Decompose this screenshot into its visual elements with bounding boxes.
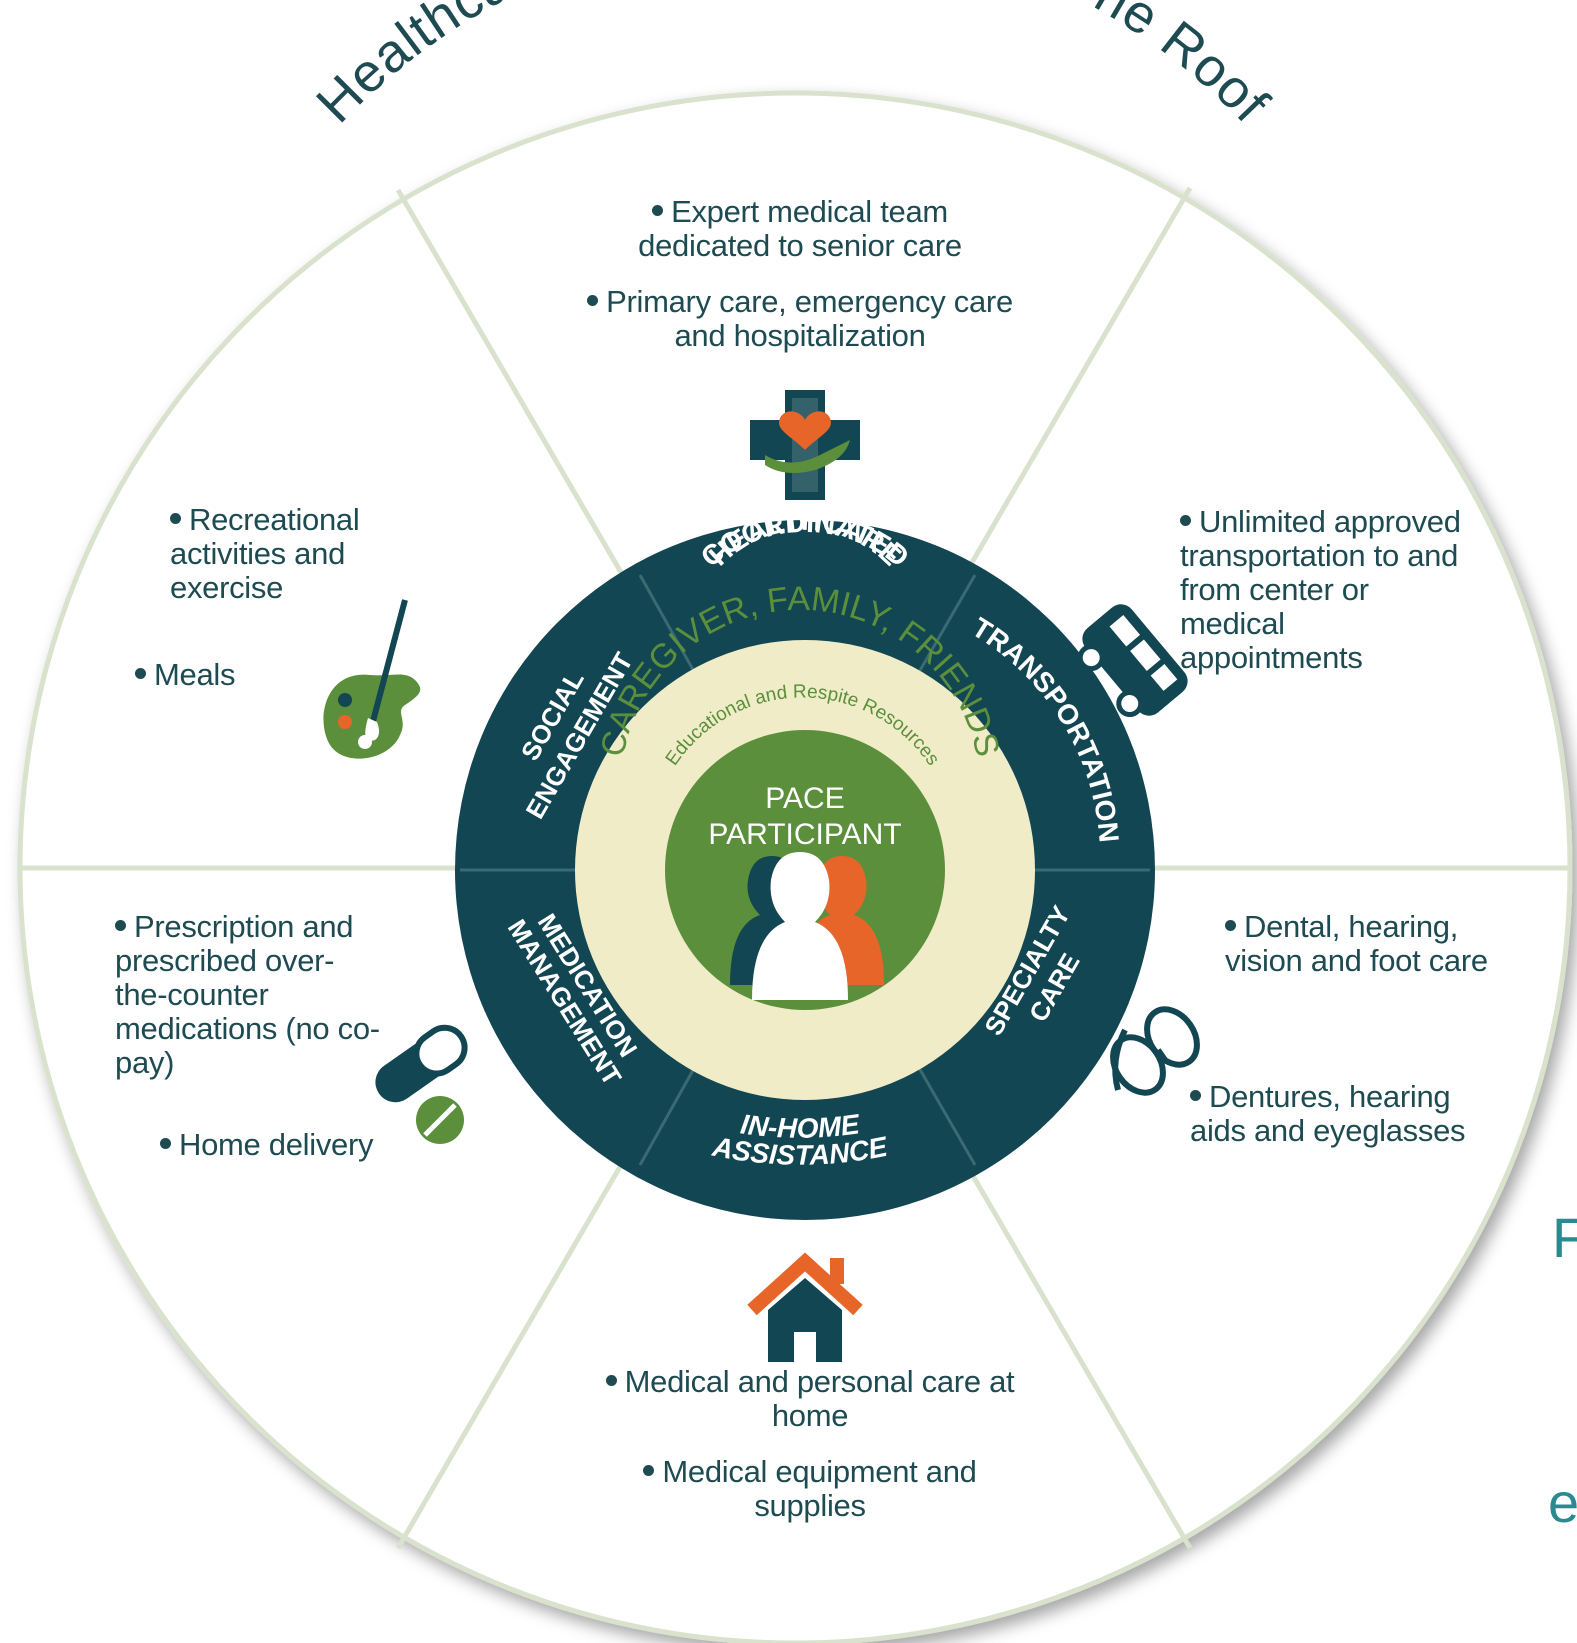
bullet-icon (587, 295, 599, 307)
list-item: Expert medical team dedicated to senior … (638, 194, 962, 263)
bullet-icon (1225, 920, 1236, 932)
palette-icon (323, 599, 421, 759)
house-icon (747, 1252, 863, 1362)
medication-bullets-bottom: Home delivery (160, 1128, 420, 1184)
list-item: Dental, hearing, vision and foot care (1225, 909, 1488, 978)
people-silhouette-icon (730, 852, 884, 1000)
bullet-icon (643, 1465, 655, 1477)
social-bullets-bottom: Meals (135, 658, 335, 714)
transportation-bullets: Unlimited approved transportation to and… (1180, 505, 1470, 697)
inhome-label-line1: IN-HOME (739, 1108, 863, 1144)
van-icon (1077, 604, 1188, 718)
specialty-bullets-bottom: Dentures, hearing aids and eyeglasses (1190, 1080, 1480, 1170)
specialty-bullets-top: Dental, hearing, vision and foot care (1225, 910, 1515, 1000)
bullet-icon (115, 920, 126, 932)
bullet-icon (1190, 1090, 1201, 1102)
list-item: Medical and personal care at home (600, 1365, 1020, 1433)
list-item: Prescription and prescribed over-the-cou… (115, 909, 380, 1080)
list-item: Home delivery (160, 1128, 420, 1162)
list-item: Dentures, hearing aids and eyeglasses (1190, 1079, 1466, 1148)
edge-fragment-f: F (1552, 1206, 1577, 1269)
participant-label-line1: PACE (765, 782, 844, 815)
pill-icon (375, 1024, 468, 1144)
list-item: Recreational activities and exercise (170, 502, 360, 605)
bullet-icon (160, 1138, 171, 1150)
bullet-icon (652, 205, 664, 217)
list-item: Meals (135, 658, 335, 692)
eyeglasses-icon (1110, 1006, 1200, 1096)
healthcare-bullets: Expert medical team dedicated to senior … (585, 195, 1015, 375)
bullet-icon (135, 668, 146, 680)
medical-cross-heart-icon (750, 390, 860, 500)
participant-label-line2: PARTICIPANT (708, 818, 901, 851)
inhome-bullets: Medical and personal care at home Medica… (600, 1365, 1020, 1545)
bullet-icon (605, 1375, 617, 1387)
social-bullets-top: Recreational activities and exercise (170, 503, 430, 627)
list-item: Unlimited approved transportation to and… (1180, 504, 1461, 675)
list-item: Medical equipment and supplies (600, 1455, 1020, 1523)
bullet-icon (170, 513, 181, 525)
edge-fragment-e: e (1548, 1471, 1577, 1534)
medication-bullets-top: Prescription and prescribed over-the-cou… (115, 910, 385, 1102)
list-item: Primary care, emergency care and hospita… (585, 285, 1015, 353)
bullet-icon (1180, 515, 1191, 527)
